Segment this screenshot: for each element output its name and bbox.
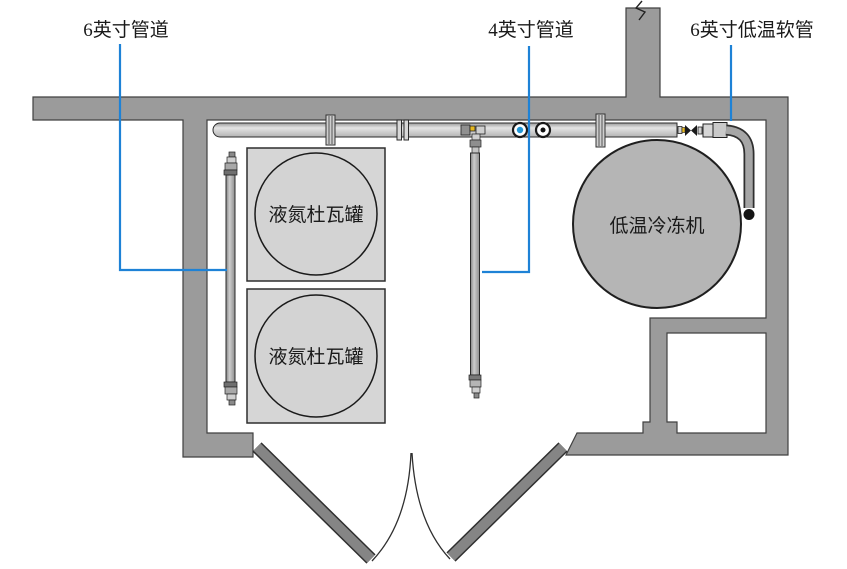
cryogenic-hose [725, 124, 755, 220]
walls [32, 0, 789, 458]
wall-break-mark [634, 0, 647, 21]
dewar-tank-1-label: 液氮杜瓦罐 [268, 204, 363, 226]
main-supply-pipe [212, 113, 728, 148]
refrigerator: 低温冷冻机 [572, 139, 742, 309]
refrigerator-label: 低温冷冻机 [609, 215, 704, 237]
dewar-tank-1: 液氮杜瓦罐 [246, 147, 386, 282]
valve-black [534, 121, 552, 139]
dewar-tank-2-vessel [254, 294, 378, 418]
callout-cryogenic-hose: 6英寸低温软管 [690, 19, 814, 121]
valve-blue [511, 121, 529, 139]
callout-four-inch-pipe-line [482, 46, 531, 274]
four-inch-pipe [468, 133, 482, 399]
door-swing-arc-left [371, 452, 412, 562]
callout-four-inch-pipe: 4英寸管道 [482, 19, 574, 274]
coupling-valve-icon [685, 125, 697, 136]
callout-six-inch-pipe-line [118, 44, 227, 272]
callout-six-inch-pipe-label: 6英寸管道 [83, 19, 169, 41]
main-pipe-body [212, 122, 678, 138]
pipe-joint [396, 119, 409, 141]
door-swing-arc-right [411, 452, 451, 560]
double-door [252, 442, 568, 564]
dewar-tank-2-label: 液氮杜瓦罐 [268, 346, 363, 368]
six-inch-pipe-body [225, 174, 236, 383]
pipe-flange-left [325, 114, 336, 146]
refrigerator-vessel [572, 139, 742, 309]
pipe-tee-fitting [460, 124, 486, 136]
dewar-tank-1-vessel [254, 152, 378, 276]
callout-four-inch-pipe-label: 4英寸管道 [488, 19, 574, 41]
dewar-tank-2: 液氮杜瓦罐 [246, 288, 386, 424]
hose-end-cap [743, 209, 755, 220]
tee-yellow-fitting [469, 125, 476, 132]
callout-six-inch-pipe: 6英寸管道 [83, 19, 227, 272]
pipe-flange-right [595, 113, 606, 148]
six-inch-pipe [223, 151, 238, 406]
callout-cryogenic-hose-label: 6英寸低温软管 [690, 19, 814, 41]
four-inch-pipe-body [470, 152, 480, 376]
wall-outline [32, 7, 789, 458]
pipe-end-couplings [677, 122, 728, 138]
